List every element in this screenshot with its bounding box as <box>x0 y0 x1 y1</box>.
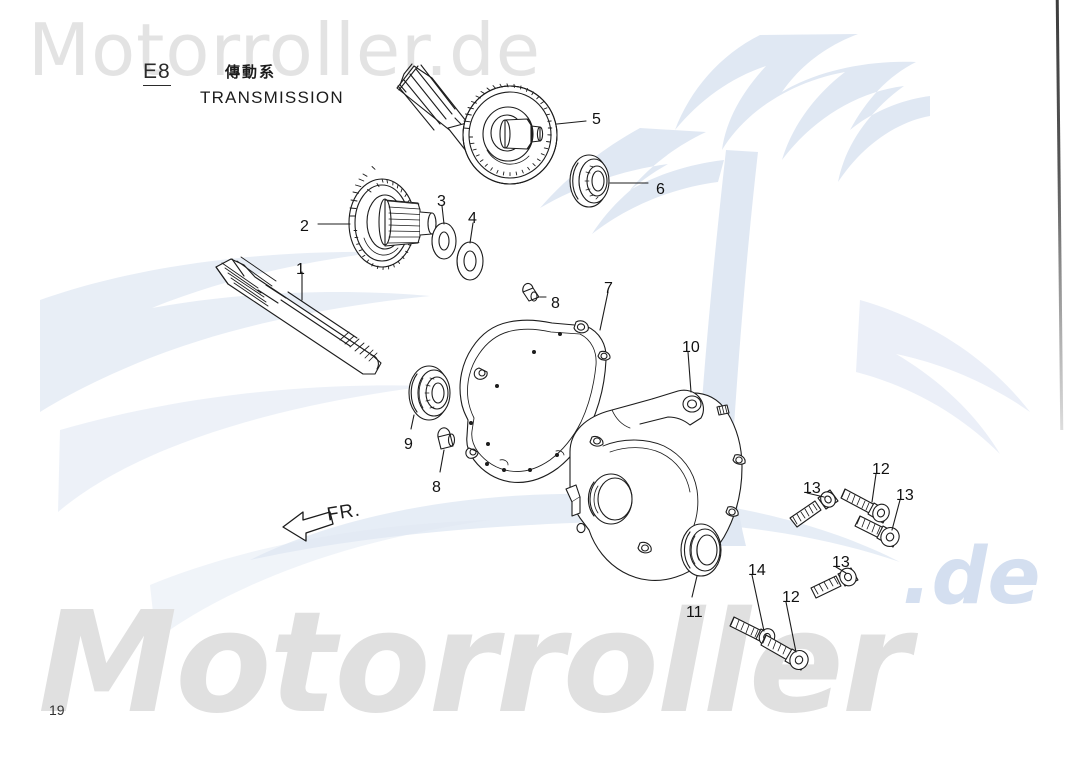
callout-number-washer-small: 3 <box>437 193 446 210</box>
callout-number-bolt-long-lower: 12 <box>782 589 800 606</box>
part-3-washer <box>431 222 457 260</box>
watermark-bottom-text: Motorroller <box>38 582 911 745</box>
callout-number-bearing-lower: 9 <box>404 436 413 453</box>
part-8-dowel-pin-upper <box>522 282 540 302</box>
callout-number-bolt-stud: 14 <box>748 562 766 579</box>
part-5-final-gear-shaft <box>396 63 558 185</box>
part-12-bolt-long-upper <box>840 488 890 524</box>
callout-number-bolt-short-lower: 13 <box>832 554 850 571</box>
part-7-gasket <box>459 319 611 483</box>
watermark-top-text: Motorroller.de <box>28 8 542 92</box>
part-1-drive-shaft <box>215 256 382 375</box>
section-code: E8 <box>143 60 171 86</box>
section-title-chinese: 傳動系 <box>225 63 277 81</box>
callout-number-dowel-pin-upper: 8 <box>551 295 560 312</box>
part-13-bolt-short-upper-left <box>789 489 839 528</box>
callout-number-counter-gear: 2 <box>300 218 309 235</box>
part-9-bearing <box>408 365 451 421</box>
part-11-oil-seal <box>680 523 722 577</box>
callout-number-gasket: 7 <box>604 280 613 297</box>
callout-number-final-gear-shaft: 5 <box>592 111 601 128</box>
callout-number-bolt-long-upper: 12 <box>872 461 890 478</box>
callout-number-drive-shaft: 1 <box>296 261 305 278</box>
part-8-dowel-pin-lower <box>437 427 456 450</box>
callout-number-bearing-upper: 6 <box>656 181 665 198</box>
callout-number-dowel-pin-lower: 8 <box>432 479 441 496</box>
part-12-bolt-long-lower <box>760 634 809 671</box>
page-number: 19 <box>49 702 65 718</box>
fr-direction-arrow <box>282 511 334 542</box>
callout-number-washer-large: 4 <box>468 210 477 227</box>
part-4-washer <box>456 241 484 281</box>
part-13-bolt-short-lower <box>810 567 859 599</box>
part-6-bearing <box>569 154 610 208</box>
part-13-bolt-short-upper-right <box>854 515 900 548</box>
callout-number-transmission-cover: 10 <box>682 339 700 356</box>
part-2-counter-gear <box>348 166 437 271</box>
callout-number-oil-seal: 11 <box>686 604 703 621</box>
callout-number-bolt-short-upper-left: 13 <box>803 480 821 497</box>
callout-number-bolt-short-upper-right: 13 <box>896 487 914 504</box>
callout-leader-lines <box>301 120 901 653</box>
section-title-english: TRANSMISSION <box>200 88 344 107</box>
watermark-bottom-suffix: .de <box>902 532 1041 622</box>
